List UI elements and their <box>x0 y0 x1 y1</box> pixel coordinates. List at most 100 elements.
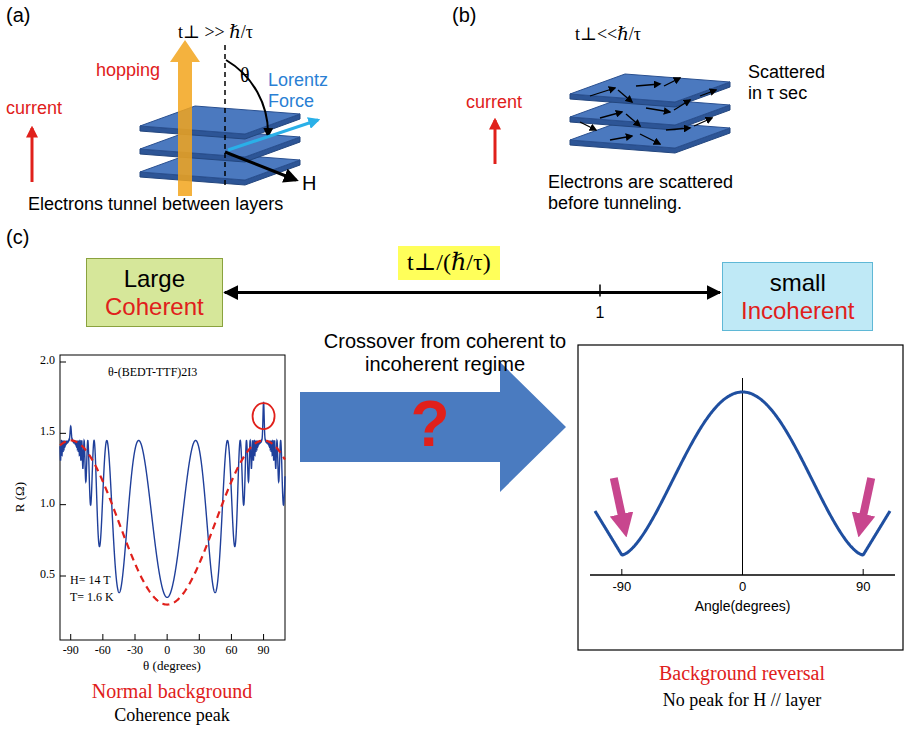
label-text: -90 <box>63 644 79 658</box>
tick <box>263 634 264 640</box>
label-text: 1 <box>596 304 605 322</box>
box-text: Coherent <box>105 293 204 321</box>
label-text: 30 <box>193 644 205 658</box>
label-text: Lorentz Force <box>268 70 340 111</box>
ratio-box: t⊥/(ℏ/τ) <box>398 246 500 280</box>
tick <box>199 634 200 640</box>
tick <box>231 634 232 640</box>
peak-circle <box>253 403 275 429</box>
tick <box>742 569 743 575</box>
tick <box>135 634 136 640</box>
label-text: t⊥<<ℏ/τ <box>575 24 641 45</box>
hopping-arrow <box>170 40 200 196</box>
label-text: 90 <box>856 580 870 595</box>
label-text: Scattered in τ sec <box>748 62 840 103</box>
scatter-paths <box>580 78 716 144</box>
dip-arrow <box>614 478 625 528</box>
current-arrow <box>494 120 497 164</box>
scatter-step <box>646 108 670 112</box>
label-text: t⊥ >> ℏ/τ <box>178 22 253 43</box>
label-text: -60 <box>95 644 111 658</box>
label-text: ? <box>410 388 449 462</box>
label-text: θ (degrees) <box>143 659 201 674</box>
scatter-step <box>694 118 712 126</box>
label-text: (c) <box>6 226 29 249</box>
label-text: Coherence peak <box>114 705 229 726</box>
layer-plane <box>570 74 730 102</box>
scatter-step <box>626 114 640 126</box>
angle-arc <box>226 60 268 136</box>
box-text: Incoherent <box>741 297 854 325</box>
scatter-step <box>600 112 622 118</box>
layer-stack <box>140 106 300 185</box>
scatter-step <box>700 90 716 96</box>
tick <box>102 634 103 640</box>
label-text: 1.5 <box>40 425 55 439</box>
label-text: 2.0 <box>40 354 55 368</box>
scatter-step <box>636 84 660 86</box>
current-arrow <box>31 128 34 182</box>
tick <box>621 569 622 575</box>
background-curve <box>60 440 285 604</box>
crossover-arrow <box>300 362 566 492</box>
box-text: small <box>741 269 854 297</box>
layer-stack <box>570 74 730 153</box>
box-text: Large <box>105 265 204 293</box>
label-text: (b) <box>452 4 476 27</box>
regime-box: LargeCoherent <box>86 258 223 327</box>
label-text: -90 <box>612 580 631 595</box>
label-text: current <box>466 92 522 113</box>
label-text: θ-(BEDT-TTF)2I3 <box>108 366 197 380</box>
plot-frame <box>60 355 285 640</box>
label-text: θ <box>240 64 250 87</box>
label-text: 0.5 <box>40 568 55 582</box>
scatter-step <box>618 90 632 102</box>
amro-chart <box>60 355 285 640</box>
label-text: Electrons tunnel between layers <box>28 194 283 215</box>
label-text: hopping <box>96 60 160 81</box>
normal-axis <box>224 45 226 188</box>
label-text: Normal background <box>92 680 253 703</box>
scale-tick <box>599 285 601 297</box>
chart-frame <box>578 345 903 650</box>
label-text: R (Ω) <box>13 482 28 512</box>
label-text: Electrons are scattered before tunneling… <box>548 172 763 213</box>
tick <box>60 362 66 363</box>
tick <box>167 634 168 640</box>
label-text: H= 14 T <box>70 574 111 588</box>
scatter-step <box>610 136 632 140</box>
label-text: 0 <box>164 644 170 658</box>
box-text: t⊥/(ℏ/τ) <box>407 249 491 277</box>
scatter-step <box>664 78 680 86</box>
label-text: T= 1.6 K <box>70 591 114 605</box>
resistance-curve <box>60 402 285 597</box>
label-text: 1.0 <box>40 497 55 511</box>
label-text: current <box>6 98 62 119</box>
label-text: Background reversal <box>659 662 825 685</box>
label-text: 90 <box>258 644 270 658</box>
tick <box>60 433 66 434</box>
label-text: Crossover from coherent to incoherent re… <box>315 330 575 376</box>
regime-box: smallIncoherent <box>722 262 873 331</box>
tick <box>863 569 864 575</box>
tick <box>60 504 66 505</box>
scatter-step <box>674 100 690 110</box>
reversal-chart <box>590 378 895 575</box>
scatter-step <box>590 88 615 96</box>
tick <box>70 634 71 640</box>
scale-arrow <box>225 291 720 294</box>
tick <box>60 576 66 577</box>
label-text: H <box>302 172 316 195</box>
label-text: Angle(degrees) <box>695 598 791 614</box>
dip-arrow <box>861 478 872 528</box>
label-text: 0 <box>739 580 746 595</box>
center-line <box>742 378 743 575</box>
reversal-curve <box>595 392 890 555</box>
scatter-step <box>666 128 690 130</box>
label-text: (a) <box>6 4 30 27</box>
lorentz-arrow <box>228 120 318 150</box>
scatter-step <box>580 122 596 130</box>
field-arrow <box>225 152 296 180</box>
scatter-step <box>640 134 660 144</box>
